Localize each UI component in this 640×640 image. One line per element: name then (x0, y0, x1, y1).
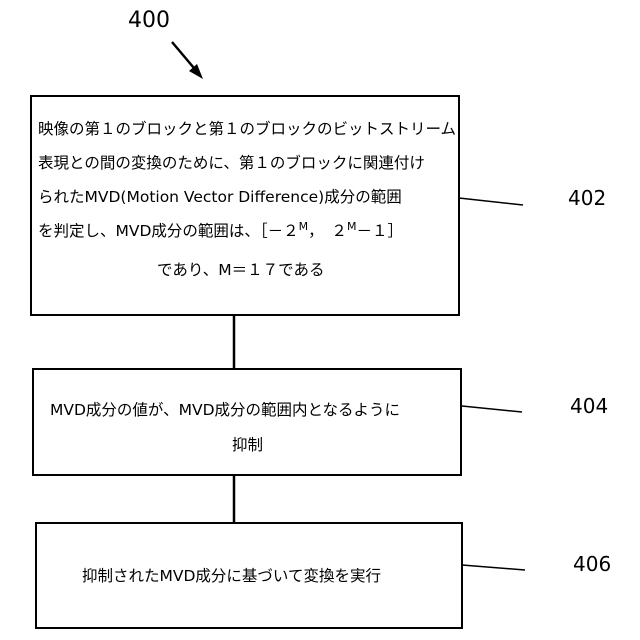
range-text-mid: ， ２ (308, 222, 347, 240)
step-402-line-5: であり、M＝１７である (157, 253, 324, 287)
range-text-start: を判定し、MVD成分の範囲は、［－２ (38, 222, 299, 240)
ref-404: 404 (570, 394, 608, 418)
range-text-end: －１］ (356, 222, 403, 240)
step-406-line-1: 抑制されたMVD成分に基づいて変換を実行 (82, 559, 381, 593)
leader-404 (462, 406, 522, 412)
ref-406: 406 (573, 552, 611, 576)
range-exponent-2: M (347, 220, 357, 233)
leader-402 (459, 198, 523, 205)
range-exponent-1: M (299, 220, 309, 233)
step-404-line-1: MVD成分の値が、MVD成分の範囲内となるように (50, 393, 400, 427)
step-404-line-2: 抑制 (232, 428, 263, 462)
leader-406 (462, 565, 525, 570)
step-402-line-2: 表現との間の変換のために、第１のブロックに関連付け (38, 146, 425, 180)
step-402-line-3: られたMVD(Motion Vector Difference)成分の範囲 (38, 180, 402, 214)
ref-402: 402 (568, 186, 606, 210)
step-402-line-1: 映像の第１のブロックと第１のブロックのビットストリーム (38, 112, 456, 146)
step-402-line-4: を判定し、MVD成分の範囲は、［－２M， ２M－１］ (38, 214, 403, 248)
